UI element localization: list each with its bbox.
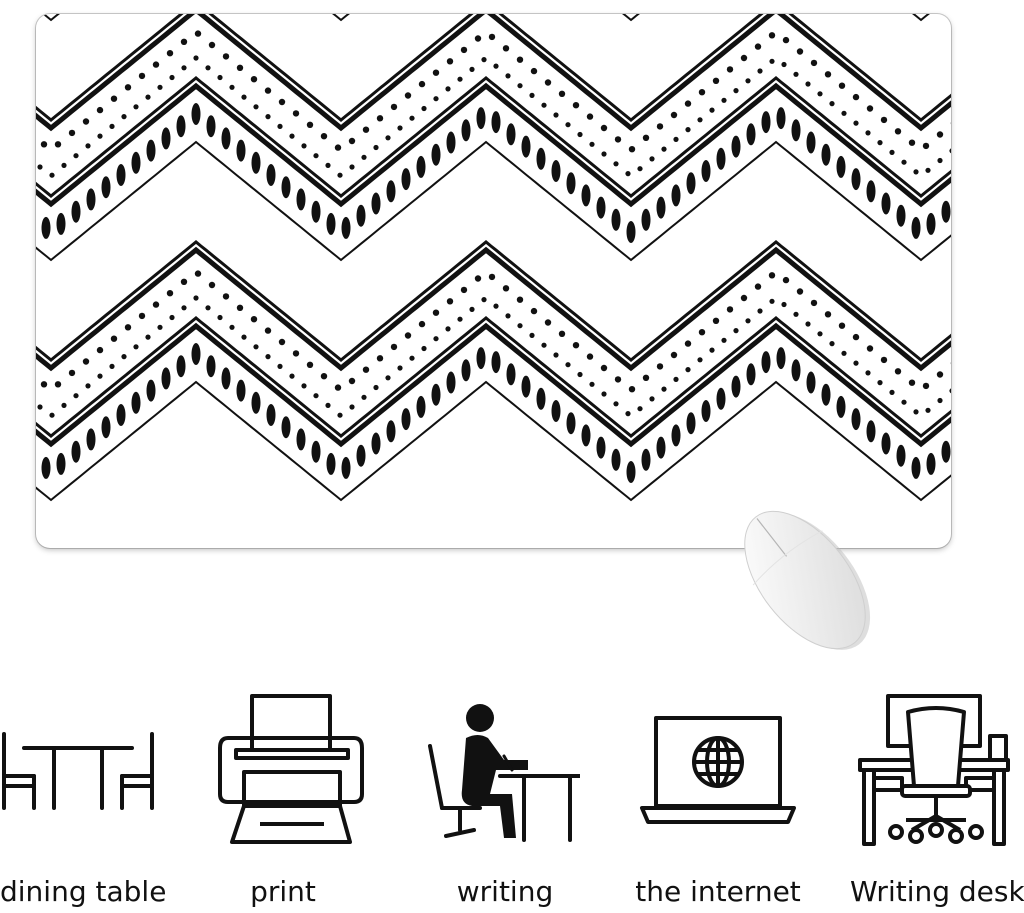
label-writing-desk: Writing desk xyxy=(850,875,1024,908)
person-writing-icon xyxy=(420,690,580,850)
desk-chair-icon xyxy=(856,690,1016,850)
chevron-pattern xyxy=(36,14,951,502)
wireless-mouse-icon xyxy=(730,490,880,670)
label-dining-table: dining table xyxy=(0,875,167,908)
label-writing: writing xyxy=(456,875,554,908)
label-print: print xyxy=(250,875,316,908)
label-the-internet: the internet xyxy=(635,875,801,908)
printer-icon xyxy=(208,690,368,850)
laptop-globe-icon xyxy=(638,690,798,850)
dining-table-icon xyxy=(0,690,160,850)
mouse-pad xyxy=(36,14,951,548)
